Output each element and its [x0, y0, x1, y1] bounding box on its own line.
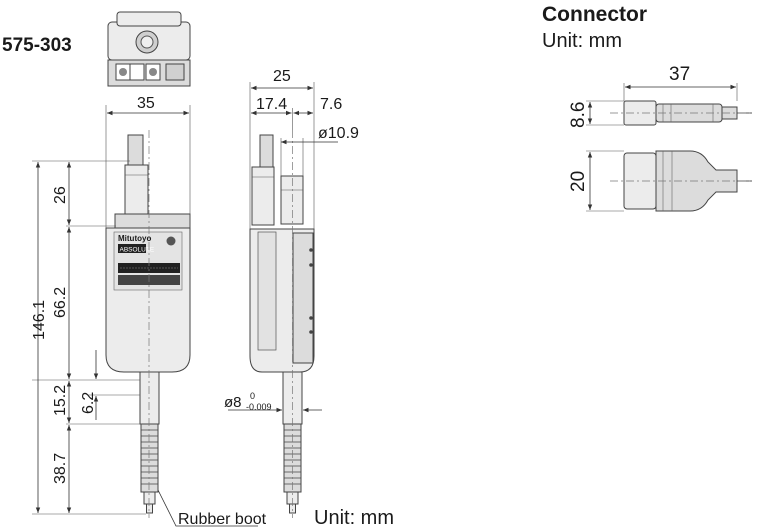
brand-label: Mitutoyo [118, 234, 151, 243]
conn-dim-length: 37 [669, 64, 690, 85]
side-dimensions: 25 17.4 7.6 ø10.9 ø8 0 -0.009 [224, 68, 359, 413]
absolute-label: ABSOLUTE [120, 247, 155, 254]
dim-body-length: 66.2 [52, 287, 69, 318]
rubber-boot-label: Rubber boot [178, 511, 267, 528]
conn-dim-large: 20 [568, 171, 589, 192]
dim-stem-length: 15.2 [52, 385, 69, 416]
front-dimensions: 35 146.1 26 66.2 15.2 6.2 38.7 Rubber bo… [31, 95, 267, 528]
dim-total: 146.1 [31, 300, 48, 340]
conn-dim-small: 8.6 [568, 102, 589, 128]
dim-right-depth: 7.6 [320, 96, 342, 113]
dim-left-depth: 17.4 [256, 96, 287, 113]
front-view: Mitutoyo ABSOLUTE [105, 130, 191, 518]
dim-overall-depth: 25 [273, 68, 291, 85]
main-unit-label: Unit: mm [314, 507, 394, 529]
dim-top-diameter: ø10.9 [318, 125, 359, 142]
tolerance-lower: -0.009 [246, 402, 272, 412]
connector-detail: 37 8.6 20 [568, 64, 752, 212]
model-number: 575-303 [2, 35, 72, 56]
top-view [107, 11, 191, 87]
tolerance-upper: 0 [250, 391, 255, 401]
connector-title: Connector [542, 3, 647, 26]
dim-width: 35 [137, 95, 155, 112]
connector-unit: Unit: mm [542, 30, 622, 52]
dim-stem-diameter: ø8 [224, 394, 242, 411]
dim-spindle-length: 38.7 [52, 453, 69, 484]
dim-top-length: 26 [52, 186, 69, 204]
dim-stem-short: 6.2 [80, 392, 97, 414]
side-view [249, 130, 315, 518]
